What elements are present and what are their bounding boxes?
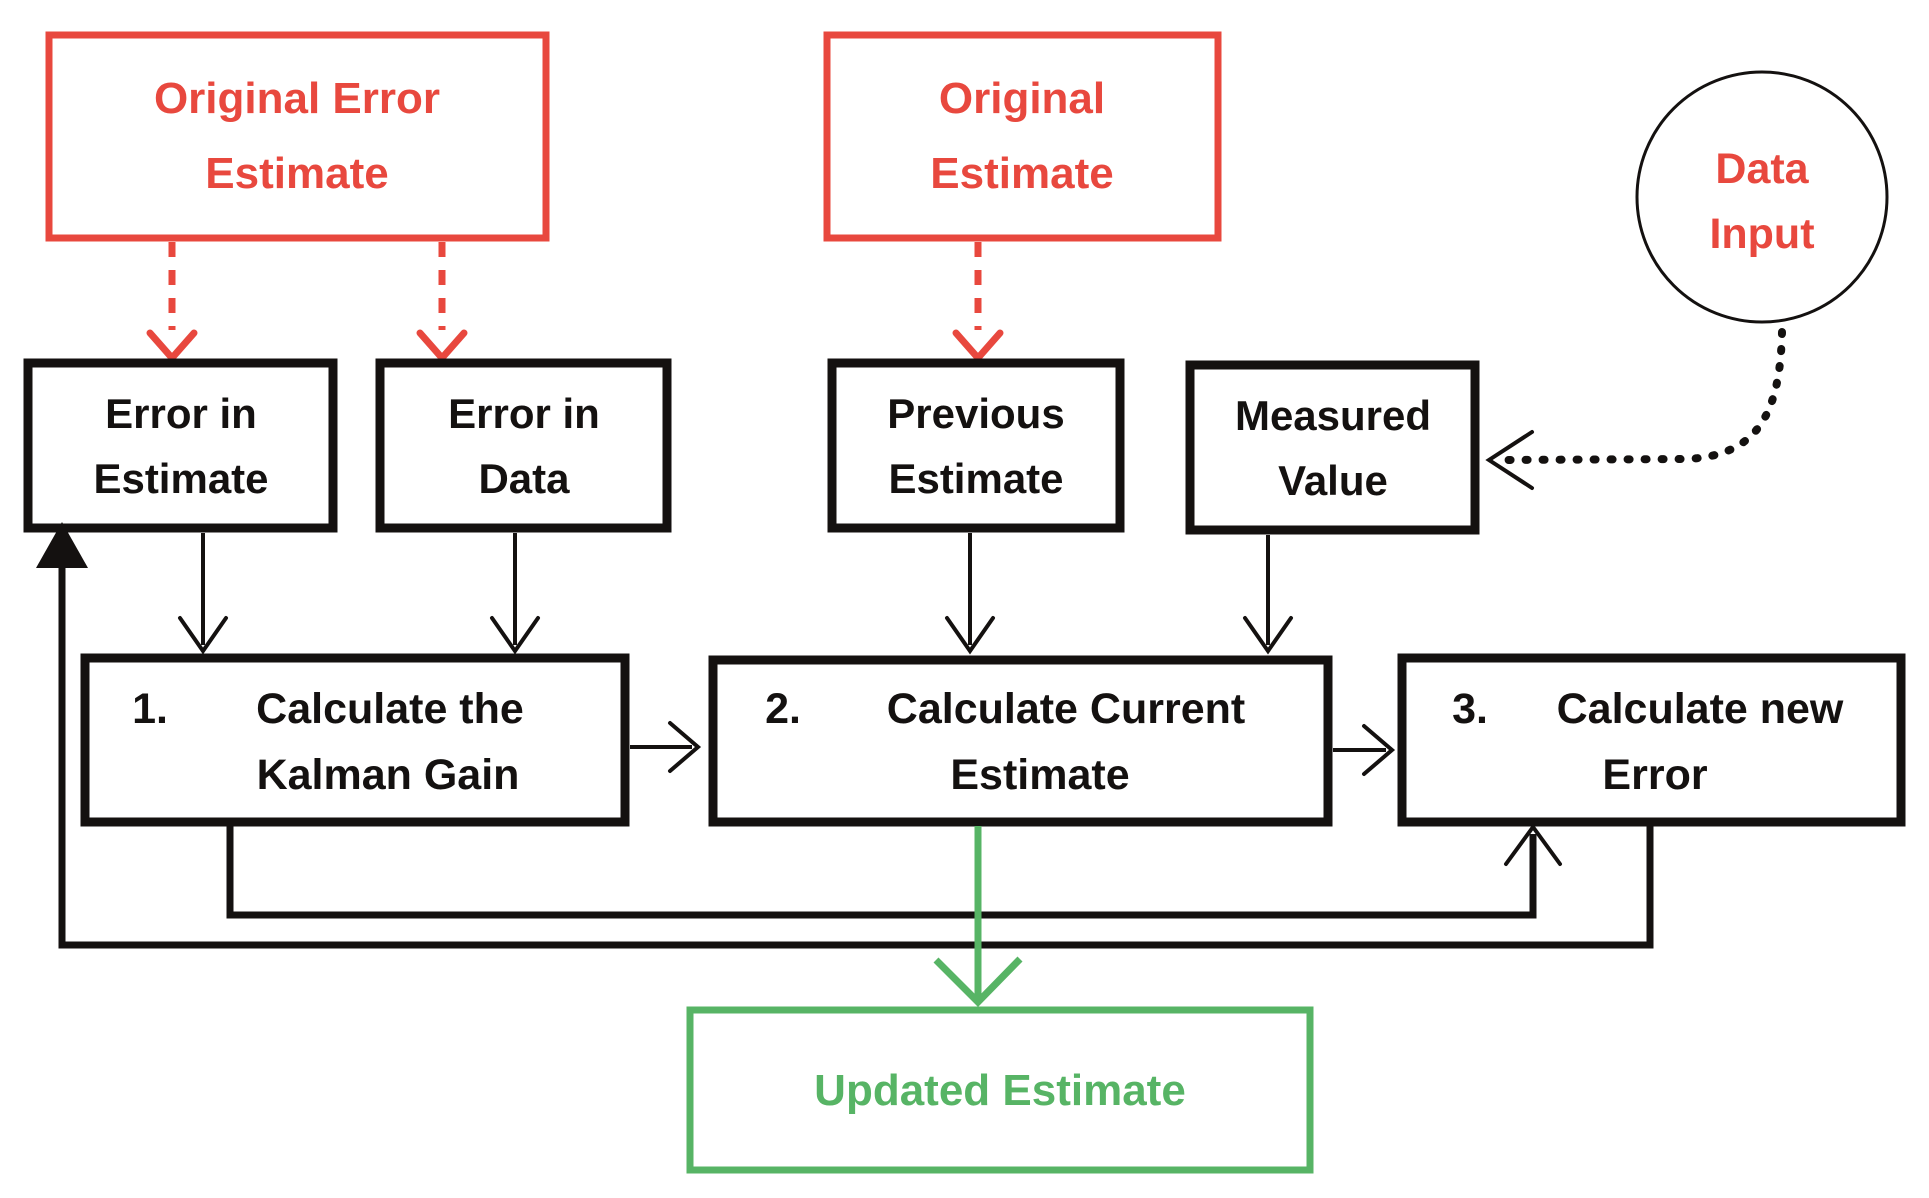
- feedback-step1-to-step3: [226, 823, 1562, 919]
- error-in-estimate-box: [23, 358, 338, 533]
- step2-label-line1: Calculate Current: [887, 685, 1245, 733]
- previous-estimate-label-line1: Previous: [887, 390, 1064, 437]
- arrowhead-down-icon: [178, 616, 228, 655]
- original-error-estimate-label-line2: Estimate: [205, 149, 388, 198]
- arrow-original-error-to-error-in-estimate: [146, 242, 198, 364]
- arrow-error-in-estimate-to-step1: [178, 533, 228, 655]
- measured-value-label-line1: Measured: [1235, 392, 1431, 439]
- error-in-data-box: [375, 358, 672, 533]
- feedback-line: [226, 826, 1537, 919]
- measured-value-label-line2: Value: [1278, 457, 1388, 504]
- feedback-step3-to-error-in-estimate: [36, 522, 1654, 949]
- arrowhead-down-icon: [416, 329, 468, 364]
- error-in-estimate-label-line2: Estimate: [93, 455, 268, 502]
- data-input-label-line2: Input: [1709, 210, 1814, 258]
- original-estimate-box: [823, 31, 1222, 242]
- arrow-step1-to-step2: [630, 721, 702, 773]
- arrowhead-up-icon: [36, 522, 88, 568]
- arrowhead-down-icon: [952, 329, 1004, 364]
- original-estimate-label-line1: Original: [939, 74, 1105, 123]
- arrowhead-down-icon: [1243, 616, 1293, 655]
- step3-number: 3.: [1452, 685, 1488, 733]
- node-error-in-estimate: Error in Estimate: [23, 358, 338, 533]
- arrowhead-right-icon: [1362, 724, 1396, 776]
- previous-estimate-label-line2: Estimate: [888, 455, 1063, 502]
- dotted-line: [1499, 328, 1786, 464]
- node-data-input: Data Input: [1635, 70, 1889, 324]
- arrow-data-input-to-measured-value: [1485, 328, 1786, 490]
- node-error-in-data: Error in Data: [375, 358, 672, 533]
- error-in-data-label-line1: Error in: [448, 390, 600, 437]
- arrow-original-estimate-to-previous-estimate: [952, 242, 1004, 364]
- step2-box: [708, 655, 1333, 827]
- arrow-step2-to-step3: [1333, 724, 1396, 776]
- arrowhead-down-icon: [146, 329, 198, 364]
- step2-label-line2: Estimate: [950, 751, 1129, 799]
- arrowhead-down-icon: [490, 616, 540, 655]
- arrow-measured-value-to-step2: [1243, 535, 1293, 655]
- step1-label-line1: Calculate the: [256, 685, 524, 733]
- arrow-previous-estimate-to-step2: [945, 533, 995, 655]
- step1-label-line2: Kalman Gain: [257, 751, 520, 799]
- previous-estimate-box: [827, 358, 1125, 533]
- original-error-estimate-label-line1: Original Error: [154, 74, 440, 123]
- updated-estimate-box: [686, 1006, 1314, 1174]
- original-error-estimate-box: [45, 31, 550, 242]
- node-original-estimate: Original Estimate: [823, 31, 1222, 242]
- arrow-error-in-data-to-step1: [490, 533, 540, 655]
- error-in-data-label-line2: Data: [478, 455, 570, 502]
- feedback-line: [58, 540, 1654, 949]
- step1-number: 1.: [132, 685, 168, 733]
- data-input-circle: [1635, 70, 1889, 324]
- step3-label-line1: Calculate new: [1557, 685, 1844, 733]
- updated-estimate-label: Updated Estimate: [814, 1066, 1186, 1115]
- arrowhead-right-icon: [668, 721, 702, 773]
- measured-value-box: [1185, 360, 1480, 535]
- arrowhead-down-icon: [945, 616, 995, 655]
- step3-box: [1397, 653, 1906, 827]
- step2-number: 2.: [765, 685, 801, 733]
- node-previous-estimate: Previous Estimate: [827, 358, 1125, 533]
- error-in-estimate-label-line1: Error in: [105, 390, 257, 437]
- arrowhead-left-icon: [1485, 430, 1534, 490]
- arrow-original-error-to-error-in-data: [416, 242, 468, 364]
- arrowhead-up-icon: [1504, 823, 1562, 866]
- node-measured-value: Measured Value: [1185, 360, 1480, 535]
- node-step2-calculate-current-estimate: 2. Calculate Current Estimate: [708, 655, 1333, 827]
- step1-box: [80, 653, 630, 827]
- node-step3-calculate-new-error: 3. Calculate new Error: [1397, 653, 1906, 827]
- node-step1-calculate-kalman-gain: 1. Calculate the Kalman Gain: [80, 653, 630, 827]
- arrowhead-down-icon: [933, 956, 1023, 1007]
- original-estimate-label-line2: Estimate: [930, 149, 1113, 198]
- node-updated-estimate: Updated Estimate: [686, 1006, 1314, 1174]
- arrow-step2-to-updated-estimate: [933, 826, 1023, 1007]
- data-input-label-line1: Data: [1715, 145, 1809, 193]
- node-original-error-estimate: Original Error Estimate: [45, 31, 550, 242]
- step3-label-line2: Error: [1602, 751, 1707, 799]
